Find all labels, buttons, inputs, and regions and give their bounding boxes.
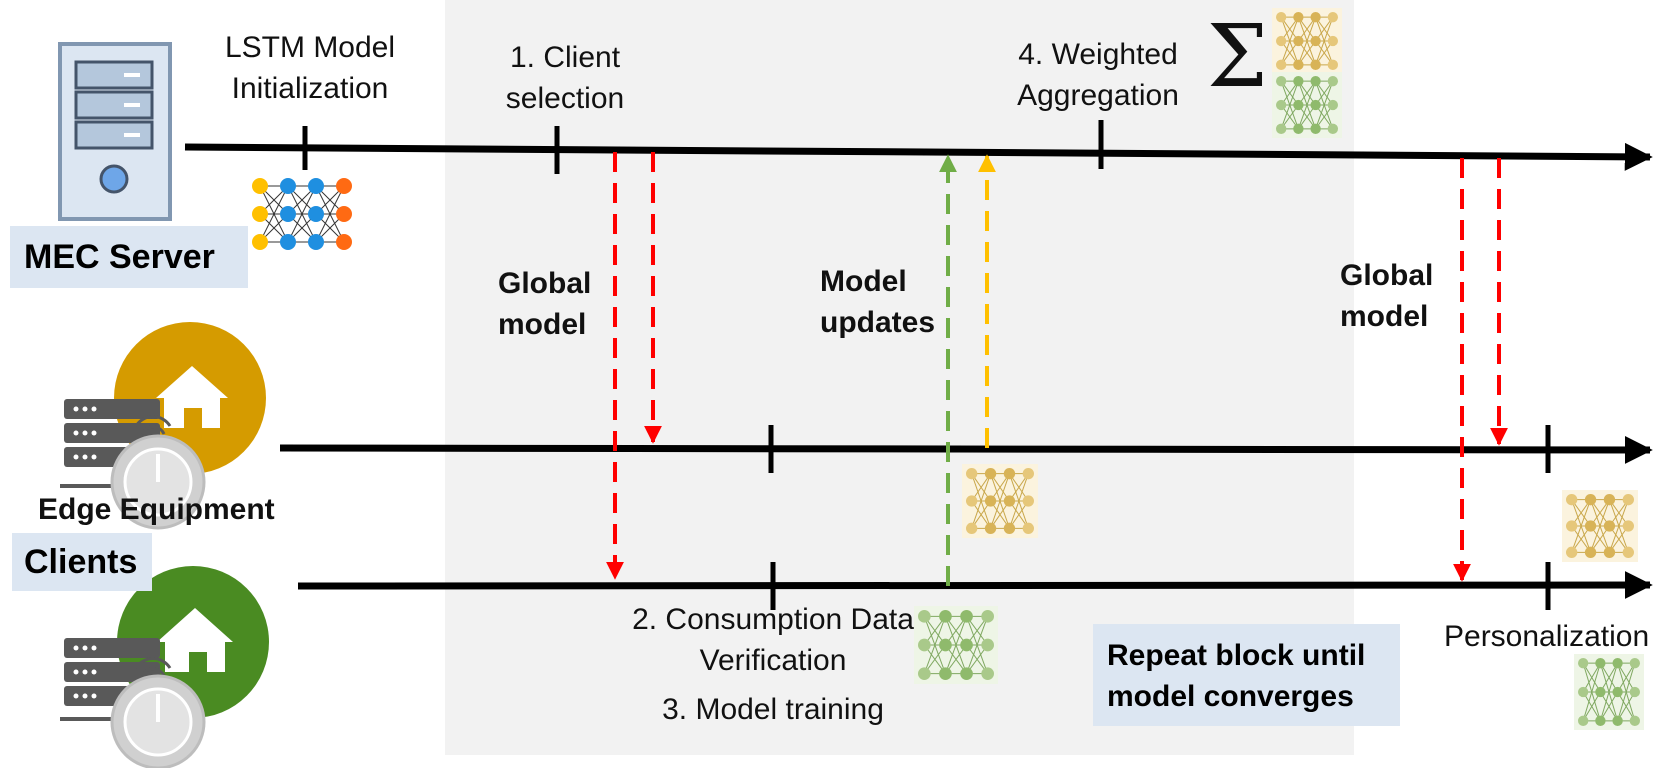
clients-label: Clients <box>12 533 152 591</box>
repeat-note: Repeat block until model converges <box>1093 624 1400 726</box>
step-personalization-label: Personalization <box>1444 620 1650 653</box>
meter-icon <box>110 674 206 768</box>
client-icon-gold <box>60 322 266 530</box>
server-icon <box>58 42 172 221</box>
wifi-icon <box>134 415 172 435</box>
client-icon-green <box>60 566 269 768</box>
house-icon <box>156 366 228 428</box>
model-update-arrows <box>939 154 996 586</box>
meter-icon <box>110 434 206 530</box>
mec-server-label: MEC Server <box>10 226 248 288</box>
neural-network-icon <box>914 606 998 684</box>
global-model-label-2: Global model <box>1340 259 1434 333</box>
step-init-label: LSTM Model Initialization <box>224 31 396 105</box>
neural-network-icon <box>1272 8 1342 74</box>
wifi-icon <box>134 657 172 677</box>
global-model-arrows-2 <box>1453 158 1508 582</box>
neural-network-icon <box>252 178 352 250</box>
neural-network-icon <box>1574 654 1644 730</box>
edge-equipment-label: Edge Equipment <box>38 493 275 526</box>
global-model-arrows-1 <box>606 152 662 580</box>
model-updates-label: Model updates <box>820 265 936 339</box>
neural-network-icon <box>1272 72 1342 138</box>
neural-network-icon <box>962 464 1038 538</box>
clients-timeline <box>297 562 1653 610</box>
step-training-label: 3. Model training <box>662 693 884 726</box>
step-weighted-aggregation-label: 4. Weighted Aggregation <box>1017 38 1179 112</box>
step-client-selection-label: 1. Client selection <box>505 41 625 115</box>
edge-equipment-timeline <box>279 425 1653 473</box>
step-verification-label: 2. Consumption Data Verification <box>632 603 914 677</box>
sum-symbol: Σ <box>1207 7 1268 107</box>
server-timeline <box>184 120 1653 174</box>
neural-network-icon <box>1562 490 1638 562</box>
global-model-label-1: Global model <box>498 267 592 341</box>
house-icon <box>157 608 233 672</box>
